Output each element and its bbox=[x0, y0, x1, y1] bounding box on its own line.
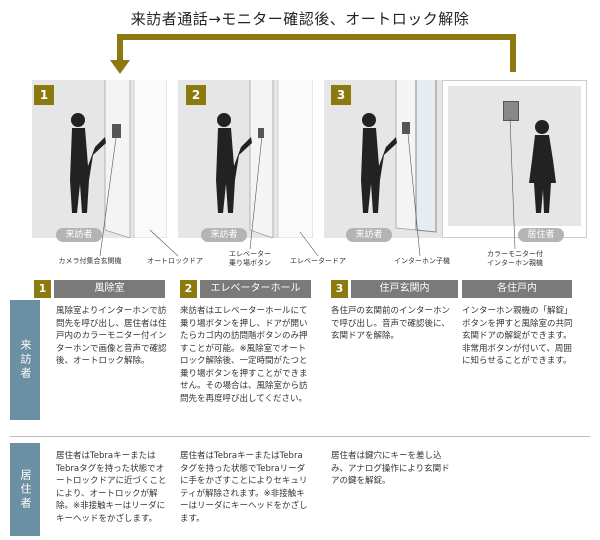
scene-number-2: 2 bbox=[186, 85, 206, 105]
caption-monitor-line1: カラーモニター付 bbox=[487, 250, 543, 258]
flow-arrow bbox=[110, 34, 516, 74]
caption-intercom-handset: インターホン子機 bbox=[394, 257, 450, 265]
people-silhouettes bbox=[70, 113, 556, 213]
role-pill-visitor-3: 来訪者 bbox=[346, 228, 392, 242]
diagram-title: 来訪者通話→モニター確認後、オートロック解除 bbox=[130, 10, 470, 28]
resident-note-3: 居住者は鍵穴にキーを差し込み、アナログ操作により玄関ドアの鍵を解錠。 bbox=[331, 451, 450, 486]
section-header-entrance: 住戸玄関内 bbox=[351, 280, 458, 298]
caption-autolock-door: オートロックドア bbox=[147, 257, 203, 265]
scene-3 bbox=[324, 80, 442, 238]
scene-2 bbox=[178, 80, 313, 238]
role-pill-visitor-1: 来訪者 bbox=[56, 228, 102, 242]
section-header-vestibule: 風除室 bbox=[54, 280, 165, 298]
scene-1 bbox=[32, 80, 167, 238]
visitor-figure-2 bbox=[216, 113, 252, 213]
visitor-figure-1 bbox=[70, 113, 106, 213]
side-label-resident: 居住者 bbox=[10, 443, 40, 536]
section-header-inside-unit: 各住戸内 bbox=[462, 280, 572, 298]
scene-number-1: 1 bbox=[34, 85, 54, 105]
desc-inside-unit: インターホン親機の「解錠」ボタンを押すと風除室の共同玄関ドアの解錠ができます。非… bbox=[462, 306, 573, 366]
intercom-monitor bbox=[503, 101, 519, 121]
resident-note-2: 居住者はTebraキーまたはTebraタグを持った状態でTebraリーダに手をか… bbox=[180, 451, 308, 524]
scene-4 bbox=[442, 80, 587, 238]
desc-elevator-hall: 来訪者はエレベーターホールにて乗り場ボタンを押し、ドアが開いたらカゴ内の訪問階ボ… bbox=[180, 306, 308, 404]
section-number-2: 2 bbox=[180, 280, 197, 298]
scene-number-3: 3 bbox=[331, 85, 351, 105]
visitor-figure-3 bbox=[361, 113, 397, 213]
caption-elevator-door: エレベータードア bbox=[290, 257, 346, 265]
desc-entrance: 各住戸の玄関前のインターホンで呼び出し。音声で確認後に、玄関ドアを解除。 bbox=[331, 306, 451, 341]
section-number-3: 3 bbox=[331, 280, 348, 298]
caption-monitor-line2: インターホン親機 bbox=[487, 259, 543, 267]
resident-note-1: 居住者はTebraキーまたはTebraタグを持った状態でオートロックドアに近づく… bbox=[56, 451, 167, 524]
caption-camera-entrance: カメラ付集合玄関機 bbox=[58, 257, 122, 265]
section-number-1: 1 bbox=[34, 280, 51, 298]
resident-figure bbox=[529, 120, 556, 213]
caption-leaders bbox=[99, 117, 516, 257]
section-header-elevator-hall: エレベーターホール bbox=[200, 280, 311, 298]
desc-vestibule: 風除室よりインターホンで訪問先を呼び出し、居住者は住戸内のカラーモニター付インタ… bbox=[56, 306, 167, 366]
caption-elevator-button-line2: 乗り場ボタン bbox=[229, 259, 271, 267]
role-pill-visitor-2: 来訪者 bbox=[201, 228, 247, 242]
caption-elevator-button-line1: エレベーター bbox=[229, 250, 271, 258]
side-label-visitor: 来訪者 bbox=[10, 300, 40, 420]
role-pill-resident: 居住者 bbox=[518, 228, 564, 242]
row-divider bbox=[10, 436, 590, 437]
